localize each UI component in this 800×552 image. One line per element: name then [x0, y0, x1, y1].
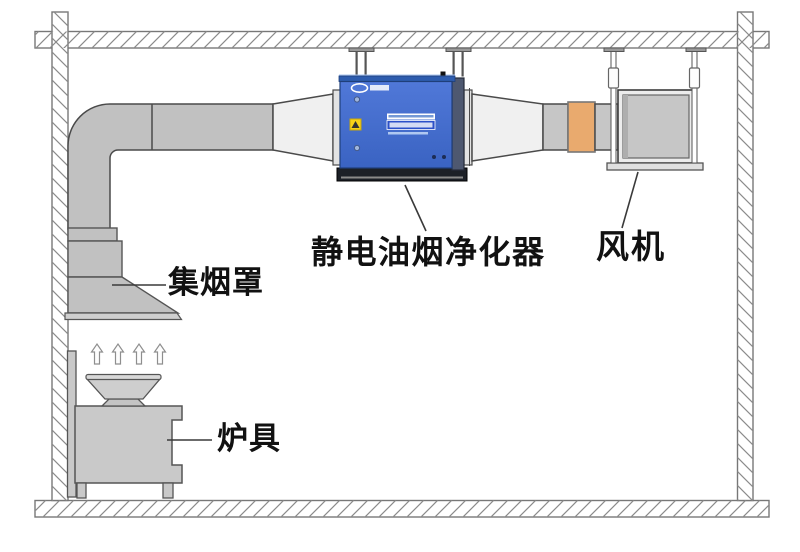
hood-label: 集烟罩: [168, 265, 264, 301]
exhaust-hood: [64, 227, 183, 321]
panel-dot: [442, 155, 446, 159]
purifier-leader-line: [404, 184, 427, 232]
room-shell: [34, 11, 770, 518]
hood-lip: [64, 312, 183, 321]
hood-neck-step2: [67, 240, 123, 278]
panel-screw: [353, 96, 361, 103]
fan-leader-line: [621, 171, 639, 229]
ceiling-hatch: [35, 31, 769, 48]
floor-hatch: [35, 500, 769, 517]
fan-housing-shade: [623, 95, 628, 158]
wok-pedestal: [100, 398, 147, 407]
purifier-side-panel: [451, 77, 465, 171]
purifier-base-slot: [341, 176, 463, 179]
purifier-hanger-plate-left: [348, 47, 375, 52]
hood-canopy: [67, 276, 181, 314]
brand-logo-icon: [350, 83, 369, 94]
left-wall-hatch: [52, 12, 68, 501]
outlet-cone: [471, 93, 544, 162]
purifier-hanger-plate-right: [445, 47, 472, 52]
right-wall-hatch: [737, 12, 753, 501]
vibration-damper-right: [688, 67, 701, 89]
purifier-top-highlight: [339, 74, 455, 77]
purifier-base: [336, 167, 468, 182]
purifier-top-lip: [338, 75, 456, 82]
inlet-cone: [272, 93, 334, 162]
stove-leg-left: [76, 482, 87, 499]
up-arrow-icon: [153, 342, 167, 365]
nameplate-sub-text: [388, 132, 428, 135]
purifier-top-knob: [440, 71, 446, 76]
purifier-hanger-rod: [452, 51, 455, 77]
wok-rim: [85, 373, 162, 381]
fan-unit: [603, 47, 707, 171]
fan-label: 风机: [596, 227, 666, 266]
stove-label: 炉具: [217, 421, 281, 457]
stove-body: [74, 405, 183, 484]
fan-hanger-plate-right: [685, 47, 707, 52]
up-arrow-icon: [90, 342, 104, 365]
electrostatic-purifier: [336, 47, 472, 182]
up-arrow-icon: [132, 342, 146, 365]
duct-elbow: [67, 103, 274, 230]
warning-triangle-icon: [351, 121, 360, 128]
fan-hanger-plate-left: [603, 47, 625, 52]
stove: [66, 342, 183, 499]
fan-hanger-rod-right: [691, 51, 698, 164]
outlet-flange: [463, 89, 473, 166]
vibration-damper-left: [607, 67, 620, 89]
flexible-connector: [567, 101, 596, 153]
ductwork: [67, 88, 619, 230]
wok-bowl: [85, 378, 162, 400]
stove-leg-right: [162, 482, 174, 499]
purifier-hanger-rod: [364, 51, 367, 77]
brand-logo-text-block: [370, 85, 389, 91]
nameplate-tiny-text: [388, 115, 434, 118]
purifier-hanger-rod: [355, 51, 358, 77]
up-arrow-icon: [111, 342, 125, 365]
leader-lines: [112, 171, 639, 441]
fan-mount-rail: [606, 162, 704, 171]
purifier-hanger-rod: [461, 51, 464, 77]
airflow-arrows: [90, 342, 167, 365]
fan-hanger-rod-left: [610, 51, 617, 164]
duct-segment: [542, 103, 569, 151]
nameplate-title-text: [389, 122, 433, 128]
hood-neck-step1: [67, 227, 118, 242]
fan-housing: [622, 94, 690, 159]
panel-screw: [353, 144, 361, 152]
panel-dot: [432, 155, 436, 159]
purifier-label: 静电油烟净化器: [311, 233, 546, 271]
